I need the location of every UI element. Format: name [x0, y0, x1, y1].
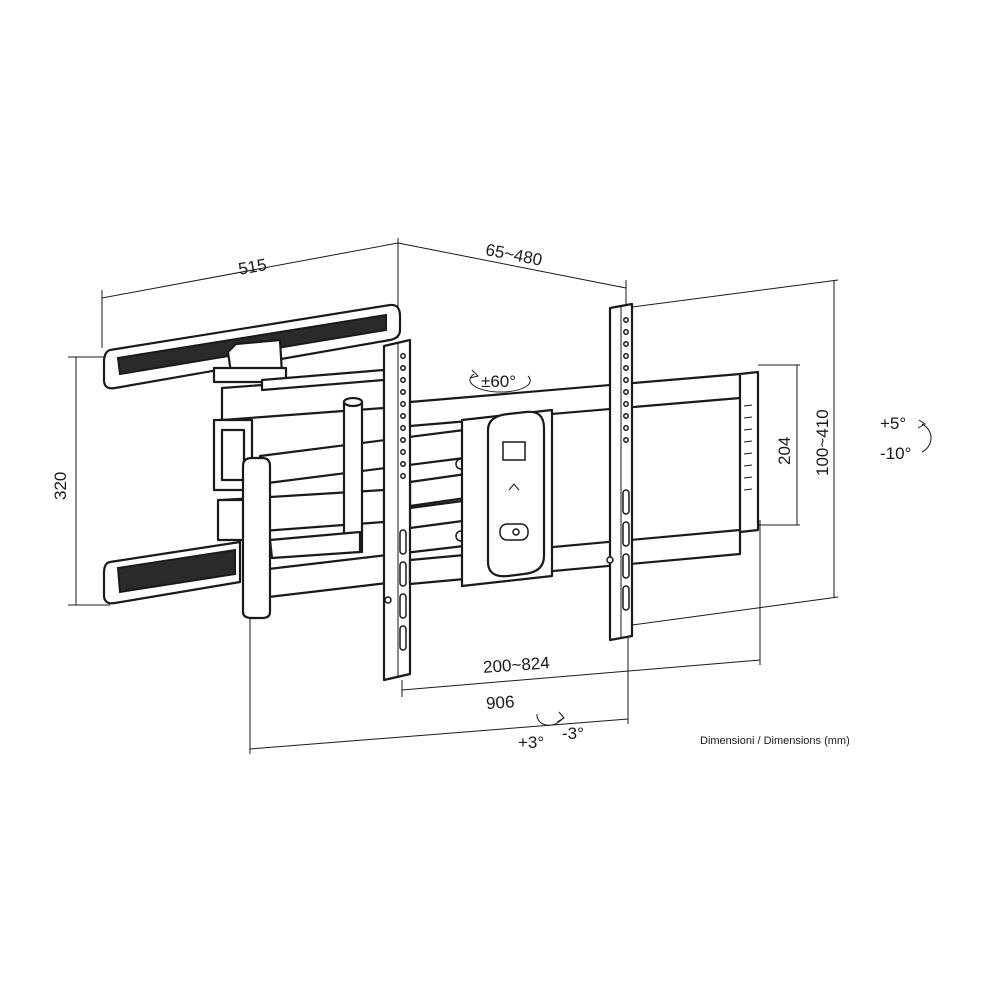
tilt-arrow-icon: [917, 419, 932, 453]
tilt-down-label: -10°: [880, 444, 911, 463]
level-minus-label: -3°: [562, 724, 584, 743]
dimension-lines: [68, 238, 839, 754]
dimensions-note: Dimensioni / Dimensions (mm): [700, 735, 850, 747]
rotation-arrow-icon: [469, 369, 531, 393]
left-vertical-bracket: [382, 338, 412, 682]
right-end-bracket: [738, 370, 760, 534]
center-plate: [460, 408, 554, 588]
arm-width-label: 515: [237, 255, 268, 279]
bracket-height-label: 204: [775, 437, 794, 465]
rotation-label: ±60°: [481, 372, 516, 391]
total-width-label: 906: [485, 692, 515, 713]
level-arrow-icon: [536, 711, 565, 726]
depth-range-label: 65~480: [484, 240, 544, 270]
right-vertical-bracket: [606, 302, 634, 642]
level-plus-label: +3°: [518, 733, 544, 752]
tilt-up-label: +5°: [880, 414, 906, 433]
wall-plate: [102, 303, 402, 605]
height-label: 320: [51, 472, 70, 500]
vertical-range-label: 100~410: [813, 409, 832, 476]
horizontal-range-label: 200~824: [482, 653, 550, 677]
dimension-labels: 515 65~480 320 ±60° +5° -10° 204 100~410…: [51, 240, 911, 752]
